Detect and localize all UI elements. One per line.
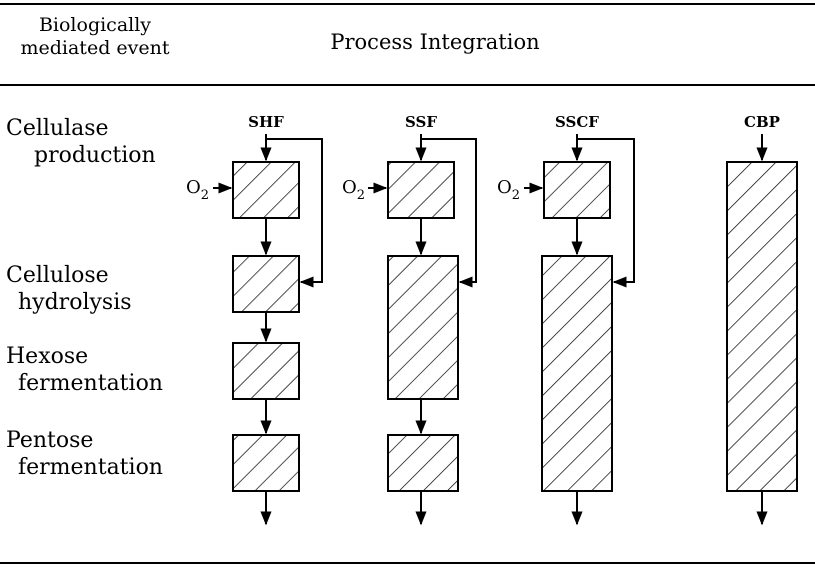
process-label-shf: SHF [248,113,284,131]
event-cellulose-hydrolysis: Cellulose hydrolysis [6,262,132,316]
shf-oxygen-label: O2 [186,177,209,203]
process-label-cbp: CBP [744,113,780,131]
shf-cellulase-box [232,161,300,219]
ssf-pentose-box [387,434,459,492]
event-header-line1: Biologically [38,14,152,36]
event-label-line1: Hexose [6,344,89,369]
event-cellulase-production: Cellulase production [6,115,156,169]
ssf-bypass-line [421,138,477,288]
event-label-line1: Pentose [6,428,94,453]
shf-bypass-line [266,138,323,288]
shf-hexose-box [232,342,300,400]
ssf-oxygen-label: O2 [342,177,365,203]
event-hexose-fermentation: Hexose fermentation [6,343,163,397]
event-header-line2: mediated event [20,37,170,59]
shf-pentose-box [232,434,300,492]
event-label-line2: production [34,143,156,168]
event-label-line2: fermentation [18,371,163,396]
event-label-line1: Cellulose [6,263,109,288]
header-rule [0,84,815,86]
event-column-header: Biologically mediated event [0,14,190,60]
event-pentose-fermentation: Pentose fermentation [6,427,163,481]
cbp-combined-box [726,161,798,492]
top-rule [0,3,815,5]
sscf-oxygen-label: O2 [497,177,520,203]
ssf-hydrolysis-fermentation-box [387,255,459,400]
event-label-line2: hydrolysis [18,290,132,315]
sscf-cellulase-box [543,161,611,219]
process-label-sscf: SSCF [555,113,599,131]
event-label-line1: Cellulase [6,116,109,141]
bottom-rule [0,562,815,564]
ssf-cellulase-box [387,161,455,219]
sscf-combined-box [541,255,613,492]
sscf-bypass-line [577,138,635,288]
process-integration-header: Process Integration [330,30,540,54]
event-label-line2: fermentation [18,455,163,480]
process-label-ssf: SSF [405,113,437,131]
shf-hydrolysis-box [232,255,300,313]
